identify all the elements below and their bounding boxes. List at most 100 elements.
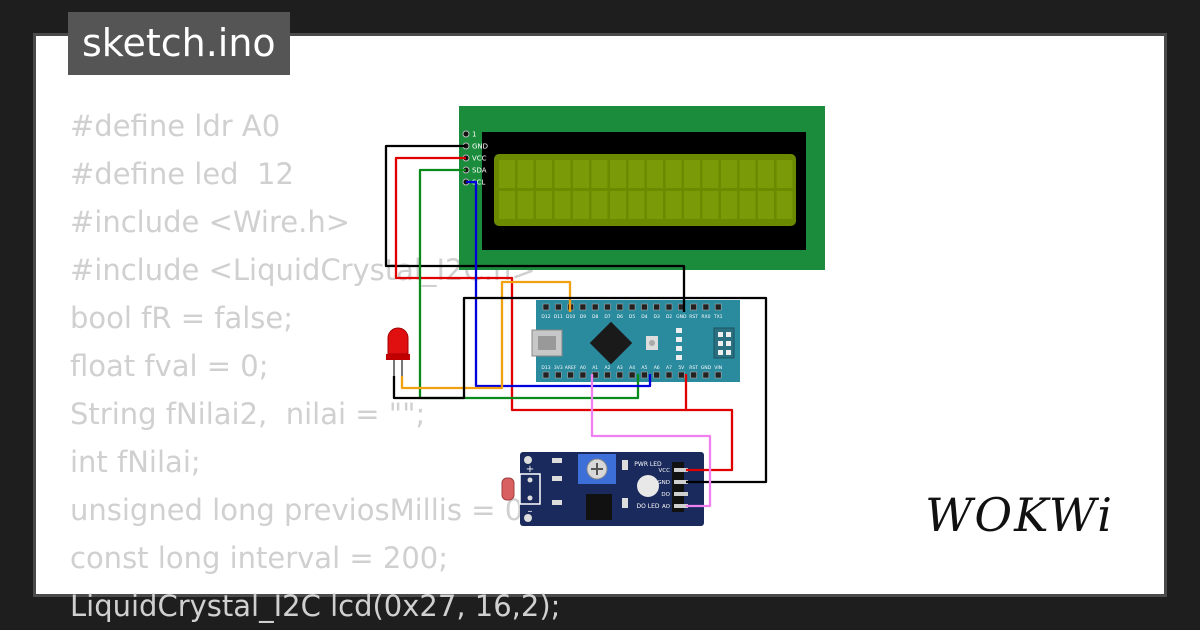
lcd-char-cell xyxy=(684,160,700,188)
wire-led-d12 xyxy=(400,280,572,390)
smd-capacitor xyxy=(622,460,628,470)
lcd-char-cell xyxy=(591,160,608,188)
code-line: #define led 12 xyxy=(70,157,294,191)
lcd-char-cell xyxy=(776,191,793,219)
comparator-chip xyxy=(586,494,612,520)
lcd-pin[interactable] xyxy=(462,130,470,138)
nano-pin[interactable] xyxy=(714,371,722,379)
lcd-char-cell xyxy=(739,160,756,188)
icsp-pin xyxy=(718,350,723,355)
ldr-pin[interactable] xyxy=(674,480,688,484)
nano-pin[interactable] xyxy=(677,371,685,379)
lcd-char-cell xyxy=(554,160,571,188)
nano-pin[interactable] xyxy=(641,371,648,379)
lcd-char-cell xyxy=(721,160,737,188)
nano-pin[interactable] xyxy=(554,303,562,311)
wire-ao-a0 xyxy=(590,374,712,508)
nano-pin[interactable] xyxy=(604,371,611,379)
smd-resistor xyxy=(552,476,562,481)
ldr-pin-housing xyxy=(672,462,684,512)
pwr-led-label: PWR LED xyxy=(634,461,662,468)
nano-pin[interactable] xyxy=(616,371,624,379)
lcd-char-cell xyxy=(536,160,552,188)
ldr-pin[interactable] xyxy=(674,468,688,472)
nano-pin[interactable] xyxy=(591,303,599,311)
nano-pin[interactable] xyxy=(653,303,661,311)
code-line: float fval = 0; xyxy=(70,349,269,383)
wire-vcc-lcd xyxy=(394,156,734,472)
nano-pin[interactable] xyxy=(665,371,673,379)
ldr-socket xyxy=(519,473,541,505)
nano-pin[interactable] xyxy=(628,303,636,311)
lcd-char-cell xyxy=(628,160,645,188)
nano-pin[interactable] xyxy=(714,303,722,311)
nano-pin[interactable] xyxy=(616,303,624,311)
ldr-pin[interactable] xyxy=(674,504,688,508)
nano-pin-label: D12 xyxy=(541,314,550,320)
nano-pin[interactable] xyxy=(702,303,710,311)
nano-pin-label: A0 xyxy=(580,365,586,371)
indicator-led-window xyxy=(637,475,659,497)
nano-pin-label: A3 xyxy=(617,365,623,371)
nano-pin-label: 5V xyxy=(678,365,685,371)
nano-pin[interactable] xyxy=(554,371,562,379)
nano-pin[interactable] xyxy=(690,371,697,379)
nano-pin[interactable] xyxy=(653,371,661,379)
nano-pin-label: D11 xyxy=(554,314,563,320)
nano-pin-label: VIN xyxy=(714,365,722,371)
lcd-pin-label: 1 xyxy=(472,131,476,139)
code-line: LiquidCrystal_I2C lcd(0x27, 16,2); xyxy=(70,589,561,623)
lcd-char-cell xyxy=(702,160,719,188)
red-led[interactable] xyxy=(386,327,410,376)
lcd-char-cell xyxy=(739,191,756,219)
lcd-char-cell xyxy=(665,160,682,188)
nano-pin[interactable] xyxy=(702,371,710,379)
ldr-pin-label: DO xyxy=(661,492,670,498)
do-led-label: DO LED xyxy=(636,503,659,510)
lcd-char-cell xyxy=(776,160,793,188)
preview-card: #define ldr A0#define led 12#include <Wi… xyxy=(33,33,1167,623)
nano-pin[interactable] xyxy=(690,303,697,311)
code-line: int fNilai; xyxy=(70,445,201,479)
nano-pin-label: 3V3 xyxy=(554,365,563,371)
code-line: unsigned long previosMillis = 0; xyxy=(70,493,533,527)
ldr-pin-label: AO xyxy=(662,504,671,510)
nano-pin[interactable] xyxy=(579,371,587,379)
lcd-char-cell xyxy=(758,160,774,188)
reset-button-cap[interactable] xyxy=(649,340,655,346)
led-tx xyxy=(676,328,682,333)
file-name-tab: sketch.ino xyxy=(68,12,290,75)
nano-pin[interactable] xyxy=(641,303,648,311)
nano-pin[interactable] xyxy=(567,371,574,379)
nano-pin[interactable] xyxy=(604,303,611,311)
ldr-pin[interactable] xyxy=(674,492,688,496)
smd-resistor xyxy=(552,458,562,463)
nano-pin-label: D8 xyxy=(592,314,598,320)
icsp-pin xyxy=(726,341,731,346)
nano-pin[interactable] xyxy=(542,371,550,379)
nano-pin[interactable] xyxy=(542,303,550,311)
nano-pin-label: RST xyxy=(689,314,698,320)
nano-pin[interactable] xyxy=(665,303,673,311)
code-line: const long interval = 200; xyxy=(70,541,448,575)
nano-pin-label: GND xyxy=(701,365,712,371)
ldr-pin-label: VCC xyxy=(659,468,671,474)
lcd-char-cell xyxy=(499,191,515,219)
lcd-char-cell xyxy=(610,160,626,188)
icsp-pin xyxy=(726,332,731,337)
led-pwr xyxy=(676,346,682,351)
lcd-pin-label: SCL xyxy=(472,179,485,187)
lcd-char-cell xyxy=(499,160,515,188)
wires xyxy=(384,144,768,508)
code-line: bool fR = false; xyxy=(70,301,294,335)
ldr-pad xyxy=(527,477,533,483)
lcd-char-cell xyxy=(684,191,700,219)
wokwi-logo: WOKWi xyxy=(925,488,1114,542)
nano-pin[interactable] xyxy=(579,303,587,311)
icsp-pins xyxy=(718,332,731,355)
nano-pin-label: A4 xyxy=(629,365,635,371)
nano-pin[interactable] xyxy=(628,371,636,379)
